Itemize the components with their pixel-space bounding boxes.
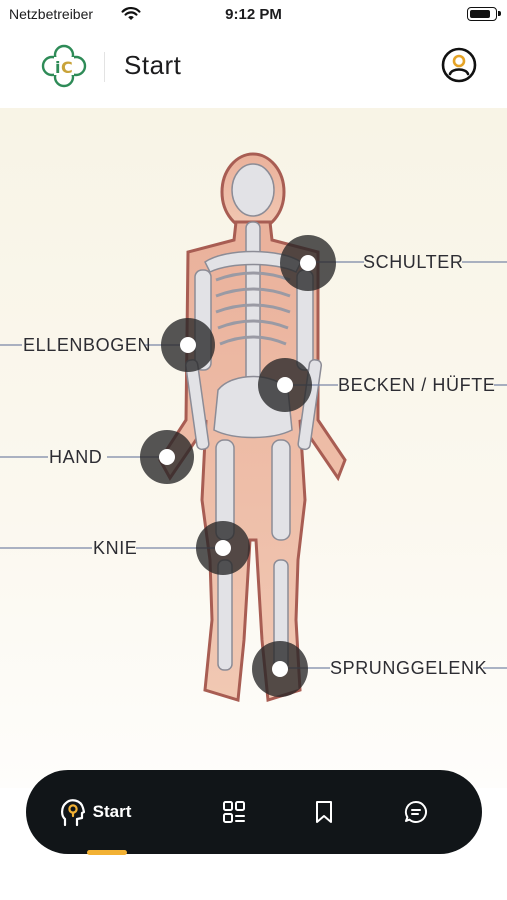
tab-chat[interactable] <box>396 770 436 854</box>
hotspot-schulter[interactable] <box>280 235 336 291</box>
wifi-icon <box>121 7 141 20</box>
hotspot-sprunggelenk[interactable] <box>252 641 308 697</box>
status-time: 9:12 PM <box>225 6 282 23</box>
label-schulter[interactable]: SCHULTER <box>363 252 464 272</box>
body-map: SCHULTER ELLENBOGEN BECKEN / HÜFTE HAND … <box>0 108 507 788</box>
header-divider <box>104 52 105 82</box>
hotspot-knie[interactable] <box>196 521 250 575</box>
ic-clover-logo[interactable]: i C <box>40 44 88 88</box>
label-ellenbogen[interactable]: ELLENBOGEN <box>23 335 152 355</box>
status-bar: Netzbetreiber 9:12 PM <box>0 0 507 30</box>
hotspot-hand[interactable] <box>140 430 194 484</box>
label-hand[interactable]: HAND <box>49 447 103 467</box>
chat-icon <box>404 800 427 823</box>
label-sprunggelenk[interactable]: SPRUNGGELENK <box>330 658 488 678</box>
tab-start[interactable]: Start <box>50 770 140 854</box>
active-tab-indicator <box>87 850 127 855</box>
grid-list-icon <box>223 801 245 823</box>
tab-start-label: Start <box>92 802 132 821</box>
svg-text:C: C <box>61 58 73 77</box>
page-title: Start <box>124 50 182 80</box>
user-circle-icon[interactable] <box>440 46 478 84</box>
svg-text:i: i <box>55 58 60 77</box>
bookmark-icon <box>316 801 332 823</box>
tab-overview[interactable] <box>214 770 254 854</box>
label-becken-huefte[interactable]: BECKEN / HÜFTE <box>338 375 496 395</box>
label-knie[interactable]: KNIE <box>93 538 138 558</box>
carrier-name: Netzbetreiber <box>9 6 94 22</box>
tab-bar: Start <box>26 770 482 855</box>
hotspot-ellenbogen[interactable] <box>161 318 215 372</box>
battery-icon <box>467 7 501 21</box>
tab-bookmarks[interactable] <box>304 770 344 854</box>
hotspot-becken-huefte[interactable] <box>258 358 312 412</box>
app-header: i C Start <box>0 30 507 108</box>
head-pin-icon <box>60 799 85 827</box>
